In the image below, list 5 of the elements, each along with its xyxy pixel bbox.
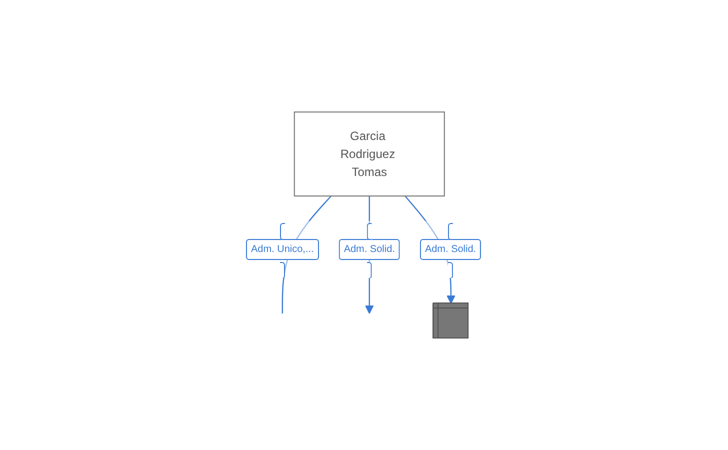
person-node: Garcia Rodriguez Tomas xyxy=(294,112,446,196)
building-icon xyxy=(432,302,469,338)
edge-label: Adm. Solid. xyxy=(420,221,482,278)
edge-label: Adm. Solid. xyxy=(339,221,400,278)
edge-label: Adm. Unico,... xyxy=(246,221,320,278)
